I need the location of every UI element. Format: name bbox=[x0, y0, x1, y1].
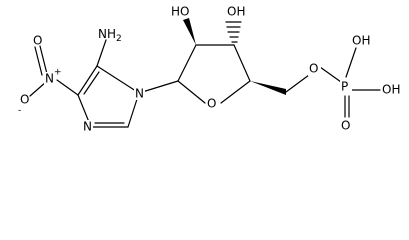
bond-p-oh-top bbox=[345, 47, 357, 78]
bond-c3-c4 bbox=[233, 44, 251, 82]
bond-c4-nitro bbox=[56, 79, 79, 96]
ribose-ring-o-label: O bbox=[207, 97, 216, 111]
ester-o-label: O bbox=[309, 62, 318, 76]
bond-nitro-o-top-double bbox=[34, 46, 43, 76]
hash-c3-oh bbox=[225, 21, 242, 43]
nitro-plus-charge: + bbox=[54, 68, 62, 78]
bond-c5-o bbox=[285, 74, 310, 93]
bond-c4-c5 bbox=[77, 65, 98, 96]
atom-labels: NH2 N N N + O O - O HO OH O P OH OH bbox=[18, 5, 400, 134]
phosphate-o-label: O bbox=[341, 119, 350, 133]
nitro-o-top-label: O bbox=[33, 34, 42, 48]
nitro-o-minus-label: O bbox=[20, 93, 29, 107]
bonds bbox=[29, 18, 381, 128]
bond-o-p bbox=[319, 66, 342, 83]
c3-hydroxyl-label: OH bbox=[227, 5, 245, 19]
bond-c4-o bbox=[220, 80, 251, 104]
bond-c1-c2 bbox=[177, 44, 197, 82]
molecule-svg: NH2 N N N + O O - O HO OH O P OH OH bbox=[18, 5, 400, 134]
bond-nitro-o-minus bbox=[29, 81, 47, 97]
wedge-c2-oh bbox=[183, 18, 196, 45]
phosphate-oh-top-label: OH bbox=[352, 34, 370, 48]
bond-c5-nh2 bbox=[96, 39, 107, 67]
c2-hydroxyl-label: HO bbox=[171, 5, 189, 19]
nitro-minus-charge: - bbox=[18, 106, 21, 116]
bond-o-c1 bbox=[177, 80, 206, 104]
structure-diagram: NH2 N N N + O O - O HO OH O P OH OH bbox=[18, 5, 400, 134]
amine-label: NH2 bbox=[98, 27, 122, 44]
ring-n1-label: N bbox=[135, 87, 144, 101]
phosphorus-label: P bbox=[341, 80, 348, 94]
bond-nitro-o-top bbox=[39, 45, 48, 75]
nitro-n-label: N bbox=[45, 72, 54, 86]
ring-n3-label: N bbox=[83, 120, 92, 134]
bond-c5-n1 bbox=[96, 65, 140, 94]
phosphate-oh-right-label: OH bbox=[382, 83, 400, 97]
bond-c4-c5-double bbox=[83, 71, 100, 95]
wedge-c4-c5 bbox=[250, 81, 286, 95]
bond-n1-c1prime bbox=[138, 80, 179, 94]
